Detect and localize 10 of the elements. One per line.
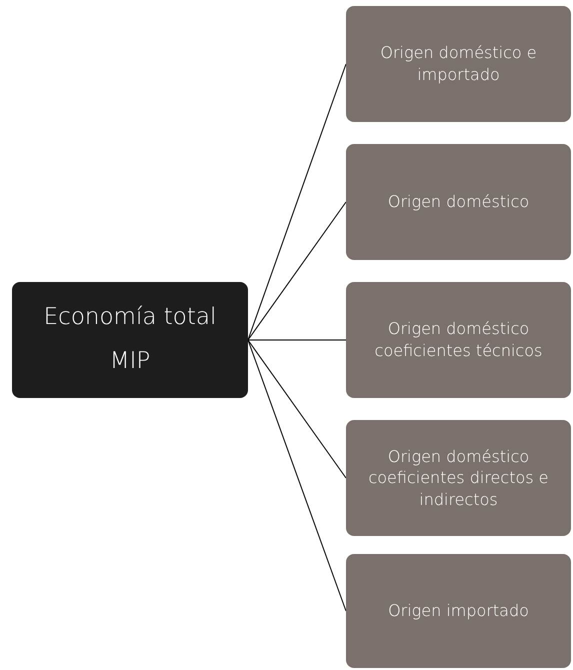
- branch-box: Origen doméstico coeficientes técnicos: [346, 282, 571, 398]
- branch-box: Origen doméstico e importado: [346, 6, 571, 122]
- connector-line: [248, 340, 346, 478]
- branch-box: Origen doméstico coeficientes directos e indirectos: [346, 420, 571, 536]
- connector-line: [248, 64, 346, 340]
- connector-line: [248, 340, 346, 612]
- branch-box: Origen importado: [346, 554, 571, 668]
- connector-line: [248, 202, 346, 340]
- branch-box: Origen doméstico: [346, 144, 571, 260]
- root-box: Economía total MIP: [12, 282, 248, 398]
